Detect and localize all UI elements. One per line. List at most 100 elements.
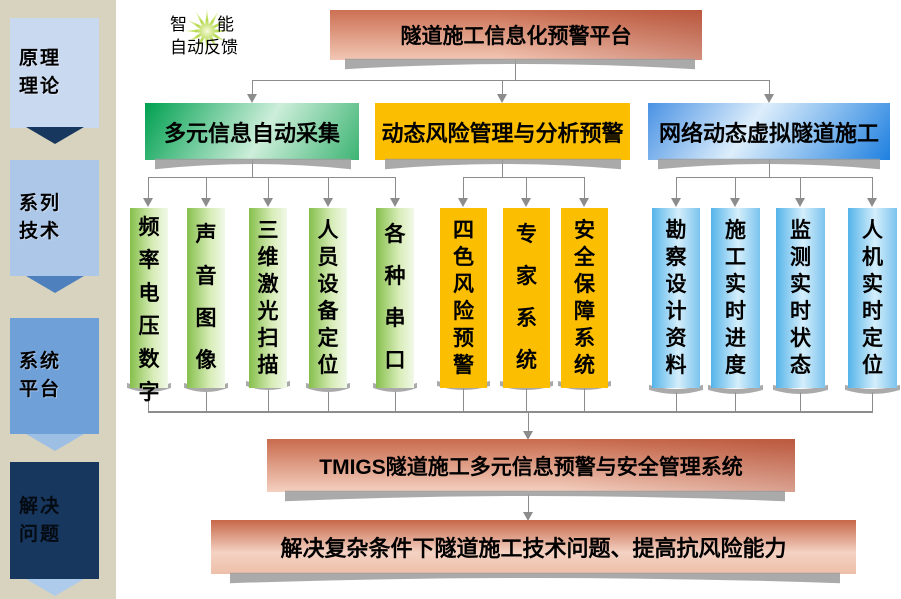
connector-line xyxy=(328,392,329,412)
annotation-smart-feedback: 智 能 自动反馈 xyxy=(170,13,238,59)
arrow-down-icon xyxy=(390,198,400,207)
connector-line xyxy=(584,388,585,412)
sidebar-label: 解决 xyxy=(19,495,62,517)
branch-header-label: 多元信息自动采集 xyxy=(163,120,340,146)
arrow-down-icon xyxy=(247,94,257,103)
connector-line xyxy=(526,177,527,198)
arrow-down-icon xyxy=(523,512,533,521)
annotation-text: 自动反馈 xyxy=(170,38,238,57)
connector-bus-line xyxy=(148,411,873,413)
arrow-down-icon xyxy=(523,431,533,440)
sidebar-item-principle-theory: 原理 理论 xyxy=(10,18,99,128)
tmigs-system-label: TMIGS隧道施工多元信息预警与安全管理系统 xyxy=(319,455,743,479)
connector-line xyxy=(148,177,149,198)
annotation-text: 智 xyxy=(170,15,187,34)
connector-line xyxy=(735,177,736,198)
connector-line xyxy=(206,392,207,412)
arrow-down-icon xyxy=(497,94,507,103)
connector-line xyxy=(463,177,584,178)
connector-line xyxy=(268,390,269,412)
arrow-down-icon xyxy=(764,94,774,103)
connector-line xyxy=(463,388,464,412)
connector-line xyxy=(769,80,770,94)
connector-line xyxy=(206,177,207,198)
connector-line xyxy=(502,160,503,177)
sidebar-label: 问题 xyxy=(19,523,62,545)
arrow-down-icon xyxy=(730,198,740,207)
connector-line xyxy=(676,177,872,178)
connector-line xyxy=(252,160,253,177)
sidebar-item-solve-problems: 解决 问题 xyxy=(10,462,99,579)
arrow-down-icon xyxy=(323,198,333,207)
branch-header-multi-info-collection: 多元信息自动采集 xyxy=(145,103,359,160)
leaf-sound-image: 声音图像 xyxy=(187,208,225,388)
sidebar-label: 平台 xyxy=(19,379,62,400)
connector-line xyxy=(526,388,527,412)
goal-box: 解决复杂条件下隧道施工技术问题、提高抗风险能力 xyxy=(211,520,856,574)
starburst-icon xyxy=(183,7,231,55)
box-shadow xyxy=(345,58,695,70)
arrow-down-icon xyxy=(579,198,589,207)
annotation-text: 能 xyxy=(217,15,234,34)
arrow-down-icon xyxy=(521,198,531,207)
connector-line xyxy=(769,160,770,177)
connector-line xyxy=(502,80,503,94)
arrow-down-icon xyxy=(867,198,877,207)
connector-line xyxy=(395,392,396,412)
goal-label: 解决复杂条件下隧道施工技术问题、提高抗风险能力 xyxy=(280,536,787,561)
leaf-3d-laser-scan: 三维激光扫描 xyxy=(249,208,287,388)
box-shadow xyxy=(155,158,351,170)
leaf-realtime-construction-progress: 施工实时进度 xyxy=(711,208,760,388)
connector-line xyxy=(252,80,770,81)
leaf-four-color-risk-warning: 四色风险预警 xyxy=(440,208,487,388)
leaf-survey-design-data: 勘察设计资料 xyxy=(652,208,700,388)
connector-line xyxy=(584,177,585,198)
connector-line xyxy=(872,177,873,198)
arrow-down-icon xyxy=(458,198,468,207)
arrow-down-icon xyxy=(143,198,153,207)
connector-line xyxy=(395,177,396,198)
leaf-frequency-voltage-digital: 频率电压数字 xyxy=(130,208,168,404)
box-shadow xyxy=(230,572,840,584)
connector-line xyxy=(328,177,329,198)
connector-line xyxy=(148,392,149,412)
leaf-personnel-equipment-positioning: 人员设备定位 xyxy=(309,208,347,388)
platform-title-box: 隧道施工信息化预警平台 xyxy=(330,10,702,60)
connector-line xyxy=(463,177,464,198)
sidebar-label: 技术 xyxy=(19,221,62,242)
connector-line xyxy=(528,494,529,512)
box-shadow xyxy=(658,158,880,170)
arrow-down-icon xyxy=(201,198,211,207)
branch-header-label: 动态风险管理与分析预警 xyxy=(381,120,624,146)
sidebar-item-series-technology: 系列 技术 xyxy=(10,160,99,276)
connector-line xyxy=(872,392,873,412)
box-shadow xyxy=(385,158,621,170)
branch-header-label: 网络动态虚拟隧道施工 xyxy=(658,120,879,146)
branch-header-network-virtual-construction: 网络动态虚拟隧道施工 xyxy=(648,103,890,160)
box-shadow xyxy=(285,490,785,502)
branch-header-dynamic-risk-analysis: 动态风险管理与分析预警 xyxy=(375,103,630,160)
leaf-serial-ports: 各种串口 xyxy=(376,208,414,388)
leaf-safety-guarantee-system: 安全保障系统 xyxy=(561,208,608,388)
connector-line xyxy=(268,177,269,198)
leaf-man-machine-realtime-positioning: 人机实时定位 xyxy=(848,208,897,388)
sidebar-label: 系列 xyxy=(19,193,62,214)
connector-line xyxy=(800,177,801,198)
arrow-down-icon xyxy=(263,198,273,207)
arrow-down-icon xyxy=(671,198,681,207)
sidebar-label: 理论 xyxy=(19,76,62,97)
tmigs-system-box: TMIGS隧道施工多元信息预警与安全管理系统 xyxy=(267,439,795,492)
leaf-realtime-monitoring-status: 监测实时状态 xyxy=(776,208,825,388)
connector-line xyxy=(735,392,736,412)
leaf-expert-system: 专家系统 xyxy=(503,208,550,388)
connector-line xyxy=(515,60,516,80)
sidebar-item-system-platform: 系统 平台 xyxy=(10,318,99,434)
connector-line xyxy=(676,177,677,198)
connector-line xyxy=(676,392,677,412)
arrow-down-icon xyxy=(795,198,805,207)
sidebar-label: 原理 xyxy=(19,48,62,69)
sidebar-label: 系统 xyxy=(19,351,62,372)
connector-line xyxy=(148,177,395,178)
page-title: 隧道施工信息化预警平台 xyxy=(400,25,632,48)
